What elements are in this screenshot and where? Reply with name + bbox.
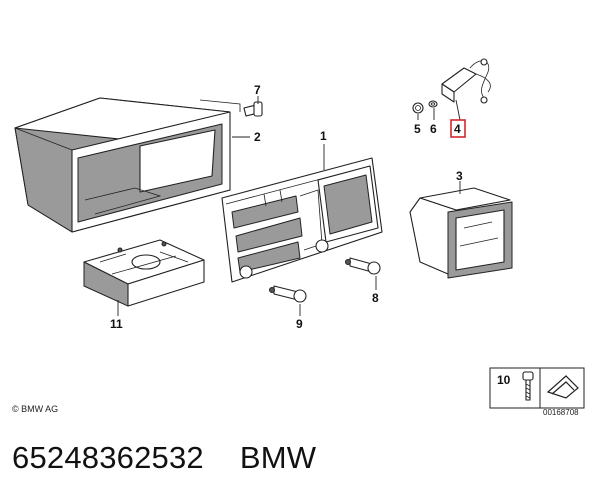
- part-9-knob: [269, 285, 307, 303]
- callout-8: 8: [372, 291, 379, 305]
- callout-7: 7: [254, 83, 261, 97]
- part-caption: 65248362532 BMW: [12, 440, 316, 476]
- part-5-bolt: [412, 102, 424, 114]
- part-7-screw: [243, 101, 263, 117]
- callout-2: 2: [254, 130, 261, 144]
- callout-3: 3: [456, 169, 463, 183]
- inset-symbol-icon: [546, 375, 579, 399]
- part-number: 65248362532: [12, 440, 204, 475]
- callout-11: 11: [110, 317, 123, 331]
- callout-10: 10: [497, 373, 511, 387]
- callout-4: 4: [454, 122, 461, 136]
- part-8-knob: [345, 257, 381, 275]
- part-3-display-unit: [409, 187, 513, 279]
- part-2-housing: [14, 97, 241, 233]
- leader-lines: [117, 96, 461, 316]
- part-4-cable-connector: [441, 58, 491, 104]
- highlight-box: [450, 119, 466, 138]
- brand-name: BMW: [239, 440, 317, 475]
- callout-1: 1: [320, 129, 327, 143]
- copyright-label: © BMW AG: [12, 404, 59, 414]
- inset-box: 10: [489, 367, 585, 409]
- part-6-washer: [428, 100, 438, 108]
- part-1-control-panel: [221, 157, 383, 283]
- callout-9: 9: [296, 317, 303, 331]
- part-10-bolt: [522, 371, 534, 401]
- diagram-id-label: 00168708: [543, 408, 579, 417]
- callout-5: 5: [414, 122, 421, 136]
- parts-diagram: 1 2 3 4 5 6 7 8 9 11 10: [14, 58, 585, 409]
- callout-6: 6: [430, 122, 437, 136]
- part-11-drive-mechanism: [83, 239, 205, 307]
